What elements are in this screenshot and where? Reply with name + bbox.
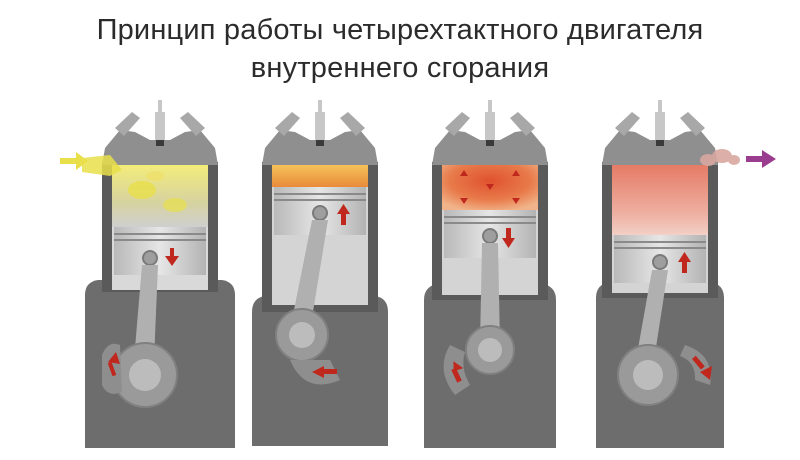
stroke-panel-compression	[252, 100, 388, 446]
stroke-panel-power	[424, 100, 556, 448]
compressed-mixture	[272, 165, 368, 187]
diagram-title-line-2: внутреннего сгорания	[250, 52, 550, 84]
connecting-rod	[290, 220, 328, 330]
intake-arrow-icon	[60, 152, 88, 170]
motion-arrow-icon	[451, 228, 515, 383]
motion-arrow-icon	[312, 204, 350, 378]
diagram-title-line-1: Принцип работы четырехтактного двигателя	[96, 14, 704, 46]
stroke-panel-intake	[60, 100, 235, 448]
connecting-rod	[636, 270, 668, 360]
exhaust-arrow-icon	[746, 150, 776, 168]
motion-arrow-icon	[107, 248, 179, 377]
exhaust-gas	[612, 165, 708, 235]
connecting-rod	[480, 243, 500, 345]
connecting-rod	[134, 265, 158, 360]
piston	[114, 227, 206, 275]
motion-arrow-icon	[678, 252, 712, 380]
stroke-panel-exhaust	[596, 100, 776, 448]
